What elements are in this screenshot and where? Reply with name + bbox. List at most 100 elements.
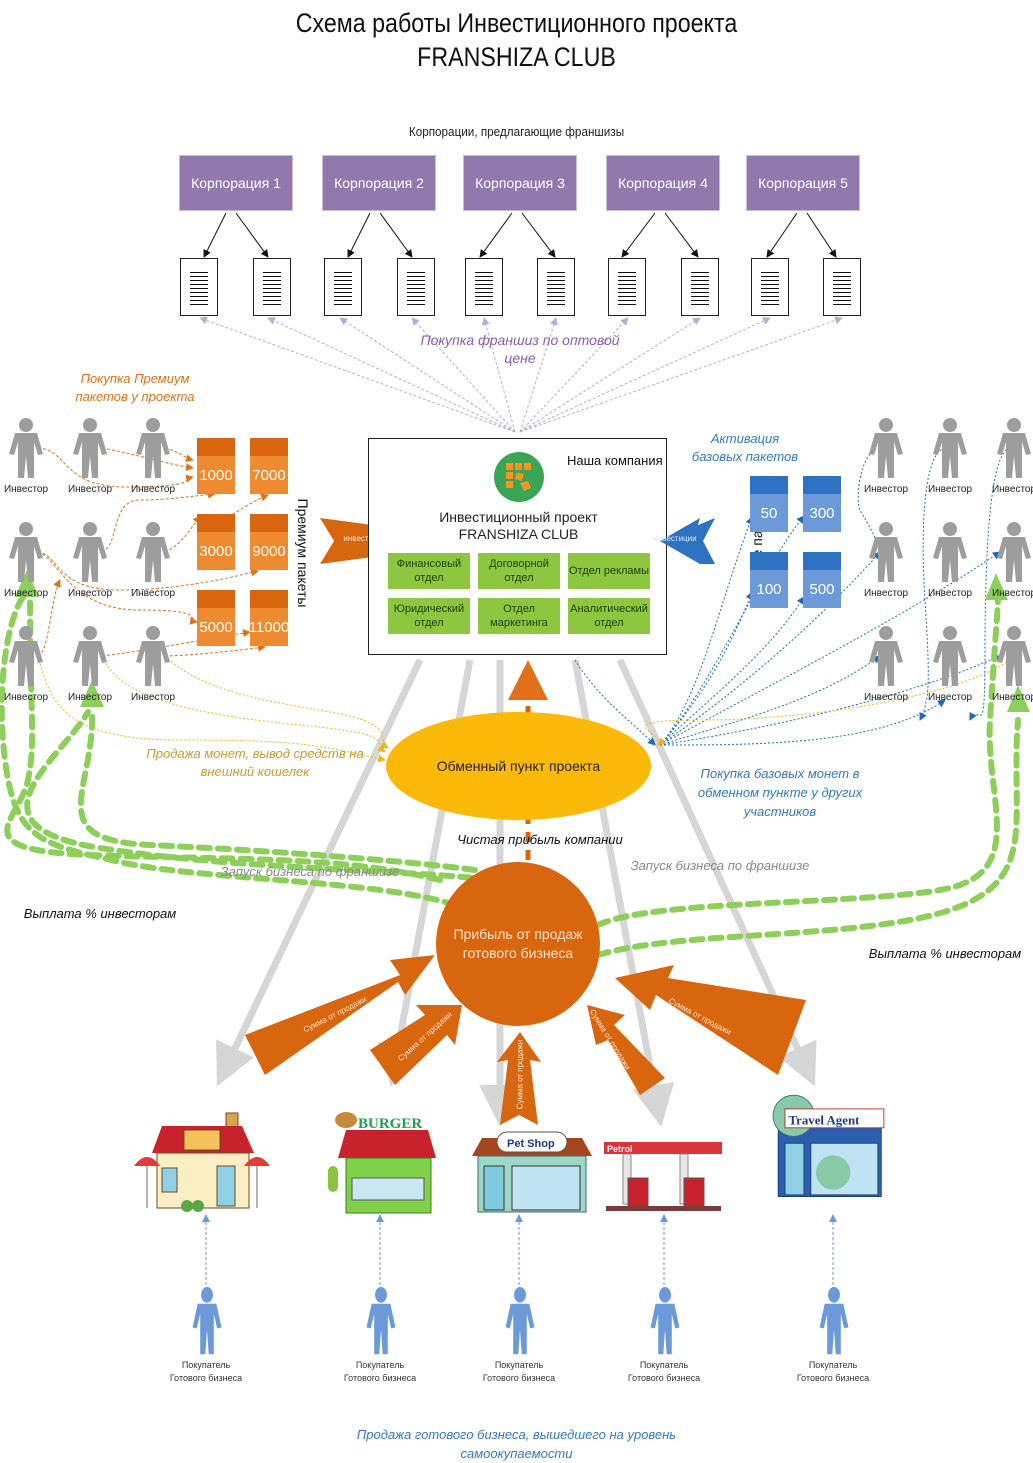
person-icon [933,418,967,478]
investments-left-label: инвестиции [343,534,387,543]
basic-activation-label: Активация базовых пакетов [691,431,799,464]
basic-coin-purchase-label: Покупка базовых монет в обменном пункте … [697,766,863,819]
investor-label: Инвестор [67,484,113,495]
investor-right-1-3[interactable]: Инвестор [984,418,1033,500]
buyer-1[interactable]: Покупатель Готового бизнеса [170,1287,242,1407]
buyer-label: Покупатель Готового бизнеса [482,1360,556,1383]
corporation-1[interactable]: Корпорация 1 [179,155,293,211]
department-analytics[interactable]: Аналитический отдел [568,598,650,634]
franchise-document-icon[interactable] [324,258,362,316]
package-value: 300 [803,494,841,532]
basic-package-50[interactable]: 50 [750,476,788,532]
investor-right-3-3[interactable]: Инвестор [984,626,1033,708]
franchise-document-icon[interactable] [397,258,435,316]
ready-business-profit[interactable]: Прибыль от продаж готового бизнеса [436,862,600,1026]
person-icon [192,1287,222,1355]
coin-sale-arrows [37,655,1011,763]
person-icon [650,1287,680,1355]
premium-package-11000[interactable]: 11000 [249,590,289,646]
page-title: Схема работы Инвестиционного проекта FRA… [72,6,960,74]
basic-package-300[interactable]: 300 [803,476,841,532]
buyer-3[interactable]: Покупатель Готового бизнеса [483,1287,555,1407]
investor-label: Инвестор [130,588,176,599]
project-name-line-2: FRANSHIZA CLUB [458,526,579,542]
profit-label: Прибыль от продаж готового бизнеса [453,926,583,961]
premium-package-9000[interactable]: 9000 [250,514,288,570]
travel-agent-icon[interactable]: Travel Agent [758,1090,898,1200]
investor-right-3-2[interactable]: Инвестор [920,626,980,708]
premium-package-1000[interactable]: 1000 [197,438,235,494]
basic-package-500[interactable]: 500 [803,552,841,608]
package-value: 3000 [197,532,235,570]
package-value: 100 [750,570,788,608]
corporation-3[interactable]: Корпорация 3 [463,155,577,211]
package-value: 50 [750,494,788,532]
franchise-document-icon[interactable] [681,258,719,316]
department-finance[interactable]: Финансовый отдел [388,553,470,589]
person-icon [997,626,1031,686]
department-marketing[interactable]: Отдел маркетинга [478,598,560,634]
franchise-document-icon[interactable] [253,258,291,316]
investments-arrow-right [660,518,715,564]
investor-right-3-1[interactable]: Инвестор [856,626,916,708]
investor-left-1-2[interactable]: Инвестор [60,418,120,500]
burger-shop-icon[interactable]: BURGER [318,1108,458,1218]
person-icon [366,1287,396,1355]
petrol-sign: Petrol [607,1144,633,1154]
franchise-document-icon[interactable] [823,258,861,316]
cafe-shop-icon[interactable] [132,1108,272,1218]
project-name-line-1: Инвестиционный проект [439,509,598,525]
corporation-5[interactable]: Корпорация 5 [746,155,860,211]
petrol-station-icon[interactable]: Petrol [598,1108,738,1218]
corporation-4[interactable]: Корпорация 4 [606,155,720,211]
buyer-label: Покупатель Готового бизнеса [627,1360,701,1383]
person-icon [73,418,107,478]
person-icon [136,522,170,582]
company-box[interactable]: Наша компания Инвестиционный проект FRAN… [368,438,667,655]
payout-arrows [0,592,1021,958]
person-icon [9,626,43,686]
buyer-2[interactable]: Покупатель Готового бизнеса [344,1287,416,1407]
franchise-document-icon[interactable] [465,258,503,316]
investor-left-3-3[interactable]: Инвестор [123,626,183,708]
franchise-document-icon[interactable] [180,258,218,316]
investor-right-2-1[interactable]: Инвестор [856,522,916,604]
investor-left-2-2[interactable]: Инвестор [60,522,120,604]
department-contracts[interactable]: Договорной отдел [478,553,560,589]
franchise-document-icon[interactable] [608,258,646,316]
investor-left-1-1[interactable]: Инвестор [0,418,56,500]
investor-right-2-2[interactable]: Инвестор [920,522,980,604]
payout-left-label: Выплата % инвесторам [23,906,177,921]
investor-left-3-1[interactable]: Инвестор [0,626,56,708]
basic-package-100[interactable]: 100 [750,552,788,608]
investor-left-2-1[interactable]: Инвестор [0,522,56,604]
investor-left-1-3[interactable]: Инвестор [123,418,183,500]
wholesale-purchase-label: Покупка франшиз по оптовой цене [420,332,620,366]
person-icon [136,418,170,478]
investor-left-3-2[interactable]: Инвестор [60,626,120,708]
investor-label: Инвестор [863,588,909,599]
investor-left-2-3[interactable]: Инвестор [123,522,183,604]
person-icon [73,626,107,686]
premium-package-7000[interactable]: 7000 [250,438,288,494]
premium-package-3000[interactable]: 3000 [197,514,235,570]
buyer-4[interactable]: Покупатель Готового бизнеса [628,1287,700,1407]
exchange-point[interactable]: Обменный пункт проекта [386,712,651,820]
department-legal[interactable]: Юридический отдел [388,598,470,634]
investor-right-2-3[interactable]: Инвестор [984,522,1033,604]
franchise-document-icon[interactable] [751,258,789,316]
package-value: 500 [803,570,841,608]
premium-packages-title: Премиум пакеты [295,498,311,608]
corporation-2[interactable]: Корпорация 2 [322,155,436,211]
investor-right-1-1[interactable]: Инвестор [856,418,916,500]
franchise-document-icon[interactable] [537,258,575,316]
pet-shop-icon[interactable]: Pet Shop [462,1108,602,1218]
wholesale-purchase-arrows [199,316,843,433]
buyer-5[interactable]: Покупатель Готового бизнеса [797,1287,869,1407]
package-value: 7000 [250,456,288,494]
investor-right-1-2[interactable]: Инвестор [920,418,980,500]
franchise-launch-left-label: Запуск бизнеса по франшизе [220,864,400,879]
payout-arrow-heads [15,570,1030,712]
premium-package-5000[interactable]: 5000 [197,590,235,646]
department-advertising[interactable]: Отдел рекламы [568,553,650,589]
